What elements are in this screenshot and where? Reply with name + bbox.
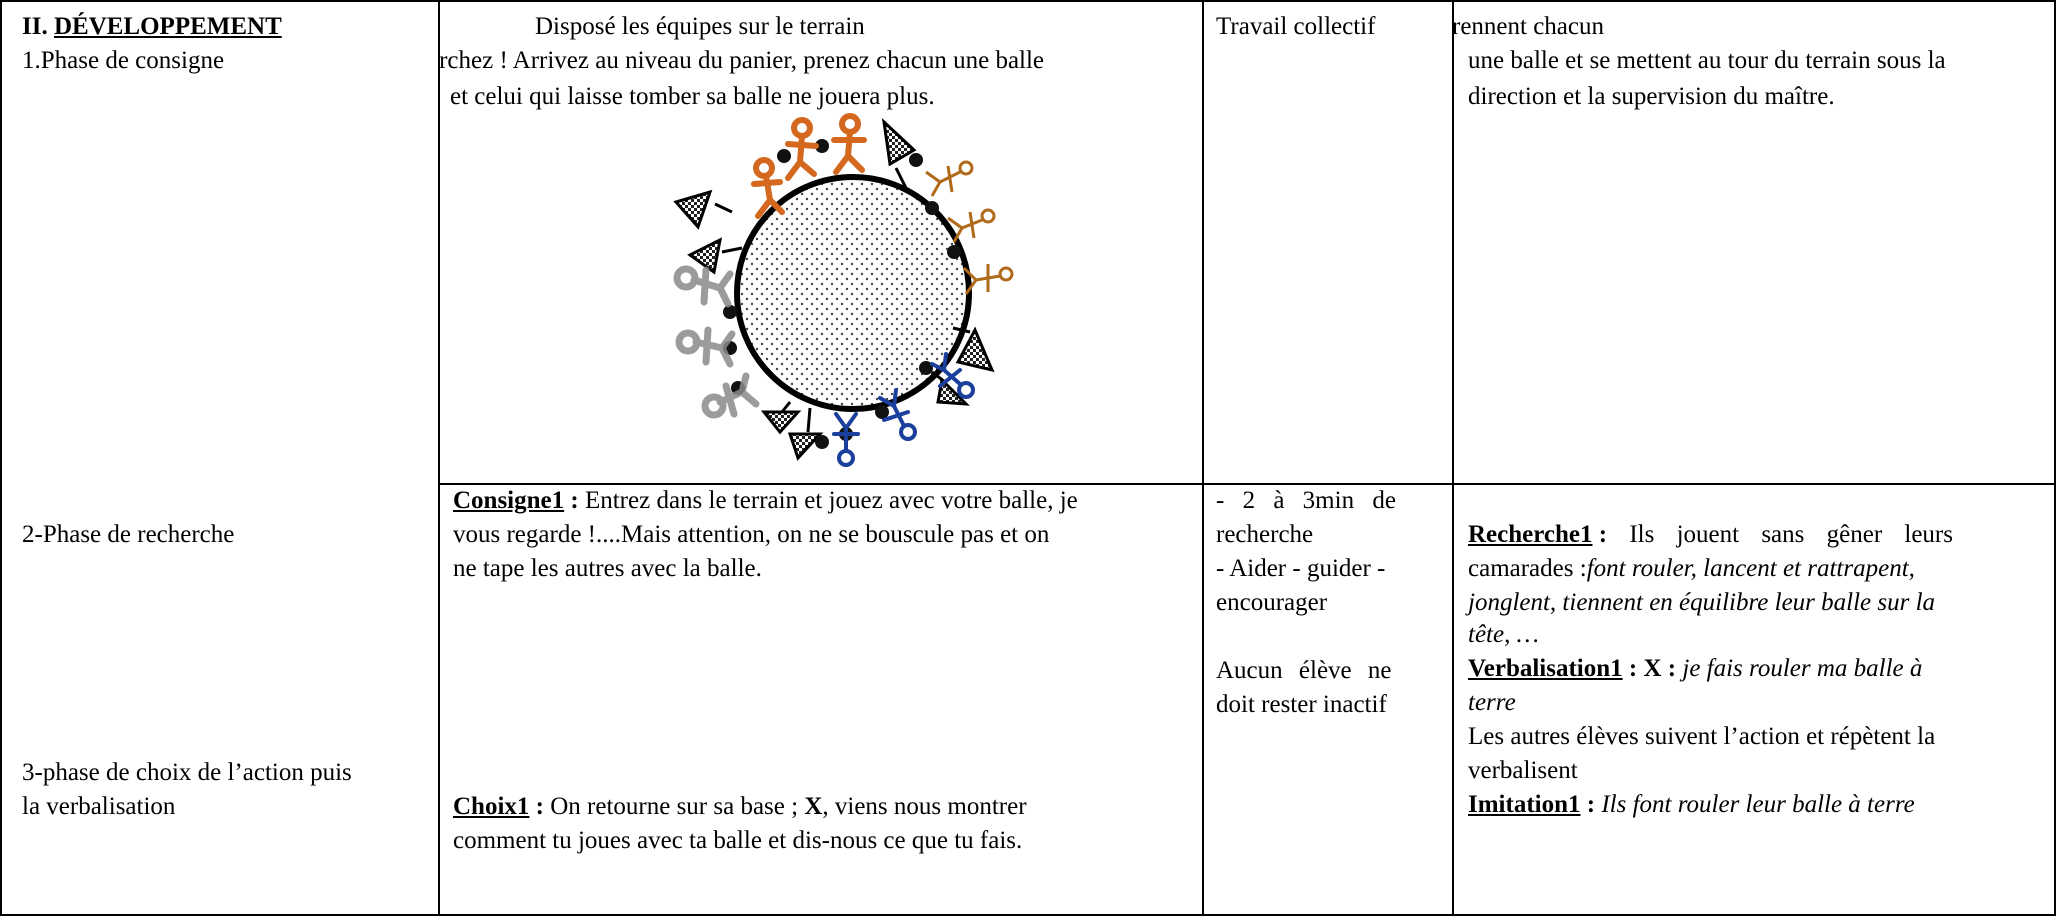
imitation-line: Imitation1 : Ils font rouler leur balle … xyxy=(1468,788,1915,822)
phase-recherche: 2-Phase de recherche xyxy=(22,521,235,548)
stick-figure-icon xyxy=(925,160,1014,295)
stick-figure-icon xyxy=(751,113,867,219)
ball-icon xyxy=(723,139,961,449)
prennent-line1: rennent chacun xyxy=(1452,13,1605,40)
choix-colon: : xyxy=(529,793,544,820)
recherche-camarades: camarades : xyxy=(1468,555,1587,582)
consigne-line3: ne tape les autres avec la balle. xyxy=(453,555,762,582)
choix-x: X xyxy=(804,793,823,820)
intro-line2-clip: archez ! Arrivez au niveau du panier, pr… xyxy=(440,44,1200,78)
choix-line1: Choix1 : On retourne sur sa base ; X, vi… xyxy=(453,790,1027,824)
table-col-divider-3 xyxy=(1452,0,1454,916)
verbalisation-line1: Verbalisation1 : X : je fais rouler ma b… xyxy=(1468,652,1922,686)
table-row-divider xyxy=(438,483,2056,485)
recherche-colon: : xyxy=(1592,521,1608,548)
stick-figure-icon xyxy=(673,265,760,419)
encourager-line: encourager xyxy=(1216,589,1328,616)
inactif-line1: Aucun élève ne xyxy=(1216,657,1392,684)
verbalisation-x: X : xyxy=(1643,655,1677,682)
flag-icon xyxy=(673,118,995,461)
autres-line2: verbalisent xyxy=(1468,757,1578,784)
travail-collectif: Travail collectif xyxy=(1216,13,1376,40)
table-col-divider-2 xyxy=(1202,0,1204,916)
stick-figure-icon xyxy=(832,352,975,467)
prennent-line2: une balle et se mettent au tour du terra… xyxy=(1468,47,1946,74)
intro-line3: et celui qui laisse tomber sa balle ne j… xyxy=(450,83,935,110)
table-bottom-border xyxy=(0,914,2056,916)
verbalisation-line2: terre xyxy=(1468,689,1516,716)
consigne-line2: vous regarde !....Mais attention, on ne … xyxy=(453,521,1050,548)
choix-label: Choix1 xyxy=(453,793,530,820)
recherche-line2: camarades :font rouler, lancent et rattr… xyxy=(1468,552,1915,586)
autres-line1: Les autres élèves suivent l’action et ré… xyxy=(1468,723,1936,750)
consigne-text1: Entrez dans le terrain et jouez avec vot… xyxy=(578,487,1078,514)
duree-line2: recherche xyxy=(1216,521,1314,548)
court-circle-icon xyxy=(734,174,972,412)
section-title: DÉVELOPPEMENT xyxy=(53,13,282,40)
section-number: II. xyxy=(22,13,48,40)
intro-line2: archez ! Arrivez au niveau du panier, pr… xyxy=(440,47,1045,74)
table-top-border xyxy=(0,0,2056,2)
recherche-line3: jonglent, tiennent en équilibre leur bal… xyxy=(1468,589,1936,616)
phase-choix-line1: 3-phase de choix de l’action puis xyxy=(22,759,352,786)
intro-title: Disposé les équipes sur le terrain xyxy=(535,13,865,40)
imitation-colon: : xyxy=(1580,791,1596,818)
recherche-label: Recherche1 xyxy=(1468,521,1593,548)
aider-line: - Aider - guider - xyxy=(1216,555,1386,582)
imitation-label: Imitation1 xyxy=(1468,791,1581,818)
recherche-line4: tête, … xyxy=(1468,621,1539,648)
recherche-line1: Recherche1 : Ils jouent sans gêner leurs xyxy=(1468,518,1953,552)
court-figure xyxy=(673,113,1014,467)
consigne-line1: Consigne1 : Entrez dans le terrain et jo… xyxy=(453,484,1078,518)
table-right-border xyxy=(2054,0,2056,916)
consigne-label: Consigne1 xyxy=(453,487,565,514)
phase-choix-line2: la verbalisation xyxy=(22,793,176,820)
consigne-colon: : xyxy=(564,487,579,514)
duree-line1: - 2 à 3min de xyxy=(1216,487,1396,514)
choix-line2: comment tu joues avec ta balle et dis-no… xyxy=(453,827,1023,854)
section-heading: II. DÉVELOPPEMENT xyxy=(22,10,282,44)
verbalisation-colon: : xyxy=(1622,655,1644,682)
verbalisation-label: Verbalisation1 xyxy=(1468,655,1623,682)
table-col-divider-1 xyxy=(438,0,440,916)
verbalisation-text1: je fais rouler ma balle à xyxy=(1676,655,1923,682)
recherche-actions: font rouler, lancent et rattrapent, xyxy=(1586,555,1915,582)
recherche-text1: Ils jouent sans gêner leurs xyxy=(1607,521,1953,548)
choix-text1b: , viens nous montrer xyxy=(822,793,1027,820)
prennent-line3: direction et la supervision du maître. xyxy=(1468,83,1835,110)
choix-text1a: On retourne sur sa base ; xyxy=(543,793,805,820)
table-left-border xyxy=(0,0,2,916)
imitation-text: Ils font rouler leur balle à terre xyxy=(1595,791,1915,818)
phase-consigne: 1.Phase de consigne xyxy=(22,47,225,74)
inactif-line2: doit rester inactif xyxy=(1216,691,1387,718)
